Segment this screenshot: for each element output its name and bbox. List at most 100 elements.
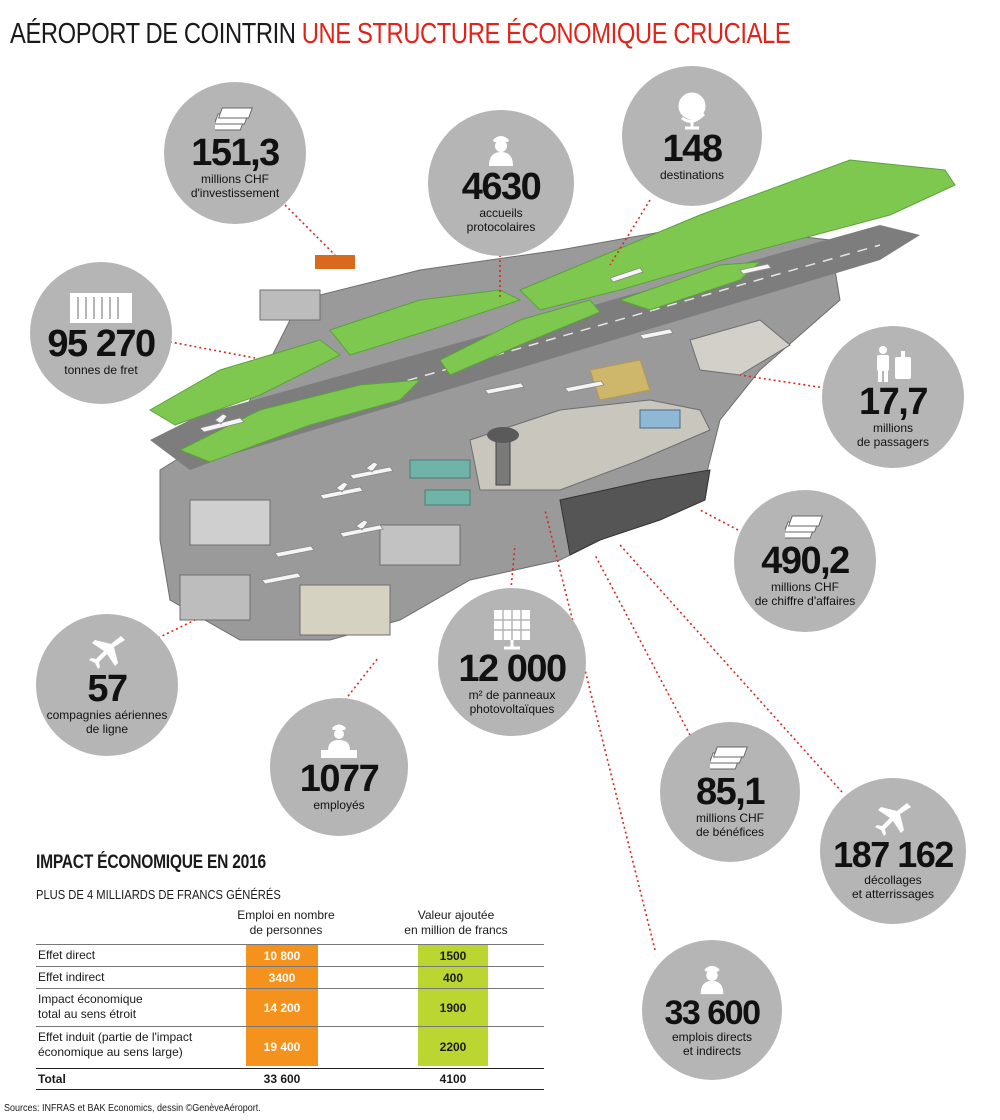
stat-value: 85,1 [696,770,765,813]
page-title: AÉROPORT DE COINTRIN UNE STRUCTURE ÉCONO… [10,18,791,51]
stat-passengers: 17,7 millions de passagers [822,326,964,468]
money-stack-icon [710,746,748,770]
stat-profit: 85,1 millions CHF de bénéfices [660,722,800,862]
column-header-jobs: Emploi en nombre de personnes [237,908,335,937]
container-icon [70,292,132,323]
grass-area-west [149,339,341,426]
stat-solar: 12 000 m² de panneaux photovoltaïques [438,588,586,736]
stat-label: millions de passagers [856,420,930,449]
airplane-3 [349,461,394,480]
airport-illustration [149,159,956,641]
building-teal-2 [424,489,471,506]
stat-label: accueils protocolaires [466,205,536,234]
stat-value: 17,7 [859,380,928,423]
cell-value: 2200 [418,1027,488,1066]
grass-area-mid [329,289,522,356]
stat-value: 187 162 [833,833,954,875]
stat-employees: 1077 employés [270,698,408,836]
table-row: Impact économique total au sens étroit [36,988,544,1026]
row-label: Effet indirect [38,970,105,984]
stat-value: 33 600 [664,993,762,1032]
cell-value: 1500 [418,945,488,966]
impact-title: IMPACT ÉCONOMIQUE EN 2016 [36,852,266,873]
column-header-value: Valeur ajoutée en million de francs [404,908,508,937]
freight-building [259,289,321,321]
stat-value: 151,3 [191,131,280,174]
stat-label: emplois directs et indirects [671,1029,753,1058]
cell-jobs: 3400 [246,967,318,988]
table-row: Effet indirect [36,966,544,988]
control-tower-cab [487,427,519,443]
stat-label: décollages et atterrissages [851,872,935,901]
total-value: 4100 [439,1072,467,1086]
table-row: Effet direct [36,944,544,966]
stat-label: millions CHF de chiffre d'affaires [754,579,856,608]
solar-panel-icon [494,609,530,650]
stat-value: 148 [662,127,723,170]
grass-area-south [178,379,422,463]
hangar-west [189,499,271,546]
stat-value: 4630 [461,165,542,208]
stat-investment: 151,3 millions CHF d'investissement [164,82,306,224]
stat-label: millions CHF de bénéfices [695,810,765,839]
stat-movements: 187 162 décollages et atterrissages [820,778,966,924]
cell-jobs: 14 200 [246,989,318,1026]
total-jobs: 33 600 [263,1072,301,1086]
stat-label: m² de panneaux photovoltaïques [468,687,556,716]
stat-value: 1077 [299,757,380,800]
terminal-east [689,319,791,376]
passenger-luggage-icon [877,345,911,382]
globe-icon [678,92,706,130]
hangar-south [299,584,391,636]
sources-note: Sources: INFRAS et BAK Economics, dessin… [4,1103,261,1114]
airplane-4 [339,519,384,538]
stat-label: destinations [659,167,725,182]
airplane-11 [739,263,772,275]
stat-value: 490,2 [761,539,850,582]
title-main: AÉROPORT DE COINTRIN [10,18,296,50]
total-label: Total [38,1072,66,1086]
airplane-9 [609,267,644,283]
airplane-2 [319,481,364,500]
stat-value: 57 [87,667,128,710]
stat-label: tonnes de fret [64,362,138,377]
row-label: Impact économique total au sens étroit [38,992,143,1021]
airplane-10 [639,328,674,340]
stat-protocol: 4630 accueils protocolaires [428,110,574,256]
money-stack-icon [785,515,823,539]
cell-value: 400 [418,967,488,988]
person-icon [700,965,724,994]
stat-airlines: 57 compagnies aériennes de ligne [36,614,178,756]
stat-revenue: 490,2 millions CHF de chiffre d'affaires [734,490,876,632]
airplane-icon [89,635,125,669]
building-blue [639,409,681,429]
table-total-row: Total 33 600 4100 [36,1068,544,1090]
stat-value: 12 000 [458,647,567,690]
airplane-1 [199,413,245,433]
money-stack-icon [215,107,253,131]
hangar-southwest [179,574,251,621]
row-label: Effet induit (partie de l'impact économi… [38,1030,193,1059]
stat-value: 95 270 [47,322,156,365]
cell-jobs: 19 400 [246,1027,318,1066]
row-label: Effet direct [38,948,96,962]
cell-jobs: 10 800 [246,945,318,966]
airplanes [199,263,772,585]
stat-destinations: 148 destinations [622,66,762,206]
stat-freight: 95 270 tonnes de fret [30,262,172,404]
hangar-center [379,524,461,566]
orange-building [315,255,355,269]
employee-desk-icon [321,724,357,758]
cell-value: 1900 [418,989,488,1026]
airplane-icon [875,802,911,836]
person-icon [489,135,513,166]
table-row: Effet induit (partie de l'impact économi… [36,1026,544,1066]
grass-area-center [439,299,601,376]
airplane-6 [261,572,302,585]
stat-label: employés [313,797,365,812]
title-accent: UNE STRUCTURE ÉCONOMIQUE CRUCIALE [301,18,791,50]
airplane-7 [484,382,525,395]
stat-label: compagnies aériennes de ligne [46,707,168,736]
construction-site [589,359,651,401]
stat-jobs: 33 600 emplois directs et indirects [642,940,782,1080]
